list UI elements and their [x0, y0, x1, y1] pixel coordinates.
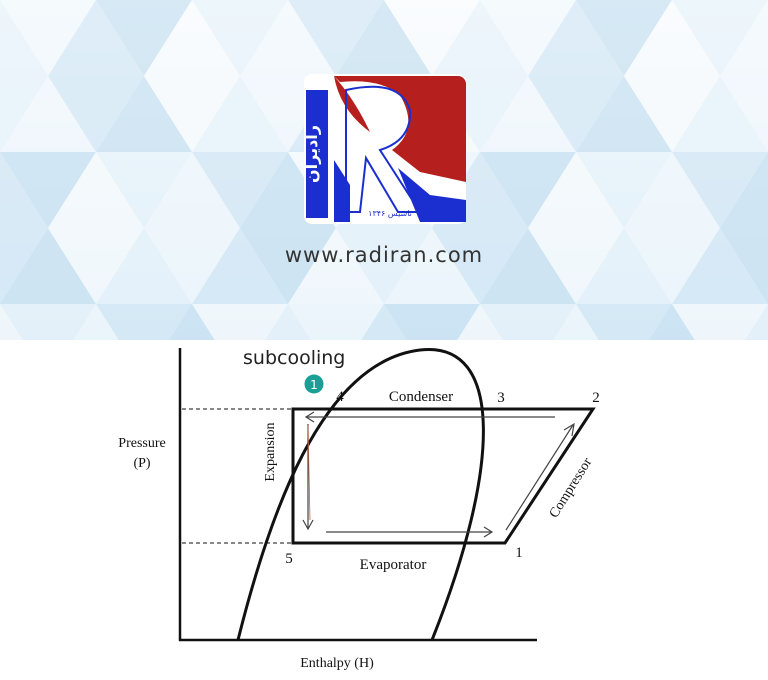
website-url[interactable]: www.radiran.com: [285, 243, 483, 267]
background-triangle: [48, 228, 144, 304]
background-triangle: [480, 304, 576, 340]
point-5: 5: [285, 551, 293, 567]
background-triangle: [288, 228, 384, 304]
pressure-guides: [182, 408, 292, 544]
background-triangle: [720, 228, 768, 304]
background-triangle: [720, 152, 768, 228]
background-triangle: [576, 0, 672, 76]
background-triangle: [576, 304, 672, 340]
background-triangle: [192, 0, 288, 76]
background-triangle: [624, 76, 720, 152]
background-triangle: [624, 228, 720, 304]
logo-text: رادیران: [302, 125, 321, 183]
x-axis-label: Enthalpy (H): [300, 656, 374, 671]
background-triangle: [240, 228, 336, 304]
background-triangle: [672, 304, 768, 340]
background-triangle: [288, 0, 384, 76]
background-triangle: [169, 304, 215, 340]
background-triangle: [720, 0, 768, 76]
background-triangle: [96, 152, 192, 228]
point-3: 3: [497, 390, 505, 406]
background-triangle: [384, 228, 480, 304]
background-triangle: [528, 0, 624, 76]
background-triangle: [576, 76, 672, 152]
refrigeration-cycle: [291, 407, 596, 545]
background-triangle: [528, 76, 624, 152]
background-triangle: [288, 304, 384, 340]
background-triangle: [432, 228, 528, 304]
background-triangle: [48, 76, 144, 152]
axes: [178, 348, 537, 642]
background-triangle: [144, 228, 240, 304]
background-triangle: [649, 304, 695, 340]
background-triangle: [144, 0, 240, 76]
background-triangle: [480, 152, 576, 228]
point-4: 4: [336, 389, 344, 405]
background-triangle: [480, 228, 576, 304]
condenser-arrow: [304, 411, 555, 423]
background-triangle: [528, 152, 624, 228]
step-badge: [304, 374, 324, 394]
background-triangle: [720, 76, 768, 152]
subcooling-annotation: subcooling: [243, 347, 345, 369]
background-triangle: [48, 0, 144, 76]
background-triangle: [672, 76, 768, 152]
background-triangle: [73, 304, 119, 340]
background-triangle: [265, 304, 311, 340]
saturation-dome: [236, 348, 485, 641]
background-triangle: [384, 304, 480, 340]
y-axis-label: Pressure: [118, 436, 165, 451]
background-triangle: [553, 304, 599, 340]
background-triangle: [192, 228, 288, 304]
background-triangle: [384, 0, 480, 76]
background-triangle: [672, 228, 768, 304]
compressor-arrow: [505, 422, 575, 531]
point-1: 1: [515, 545, 523, 561]
background-triangle: [528, 228, 624, 304]
flow-arrows: [302, 411, 575, 538]
compressor-label: Compressor: [547, 455, 596, 521]
background-triangle: [576, 152, 672, 228]
expansion-arrow: [302, 424, 314, 531]
evaporator-arrow: [326, 526, 494, 538]
evaporator-label: Evaporator: [360, 557, 427, 573]
y-axis-unit: (P): [133, 456, 150, 471]
expansion-label: Expansion: [263, 422, 278, 481]
radiran-logo: رادیران تاسیس ۱۳۴۶: [302, 74, 466, 224]
background-triangle: [672, 152, 768, 228]
background-triangle: [96, 0, 192, 76]
background-triangle: [96, 304, 192, 340]
background-triangle: [0, 76, 96, 152]
background-triangle: [480, 76, 576, 152]
logo-established: تاسیس ۱۳۴۶: [368, 209, 412, 218]
background-triangle: [457, 304, 503, 340]
background-triangle: [0, 228, 96, 304]
background-triangle: [361, 304, 407, 340]
background-triangle: [0, 304, 96, 340]
background-triangle: [336, 228, 432, 304]
background-triangle: [192, 76, 288, 152]
background-triangle: [480, 0, 576, 76]
condenser-label: Condenser: [389, 389, 453, 405]
point-2: 2: [592, 390, 600, 406]
background-triangle: [336, 0, 432, 76]
background-triangle: [48, 152, 144, 228]
background-triangle: [624, 152, 720, 228]
background-triangle: [144, 76, 240, 152]
step-badge-number: 1: [310, 378, 318, 392]
brand-banner: رادیران تاسیس ۱۳۴۶ www.radiran.com: [0, 0, 768, 340]
background-triangle: [745, 304, 768, 340]
background-triangle: [96, 228, 192, 304]
background-triangle: [0, 0, 96, 76]
background-triangle: [432, 0, 528, 76]
background-triangle: [0, 152, 96, 228]
background-triangle: [624, 0, 720, 76]
background-triangle: [672, 0, 768, 76]
background-triangle: [192, 304, 288, 340]
background-triangle: [96, 76, 192, 152]
background-triangle: [240, 0, 336, 76]
background-triangle: [576, 228, 672, 304]
background-triangle: [192, 152, 288, 228]
background-triangle: [144, 152, 240, 228]
